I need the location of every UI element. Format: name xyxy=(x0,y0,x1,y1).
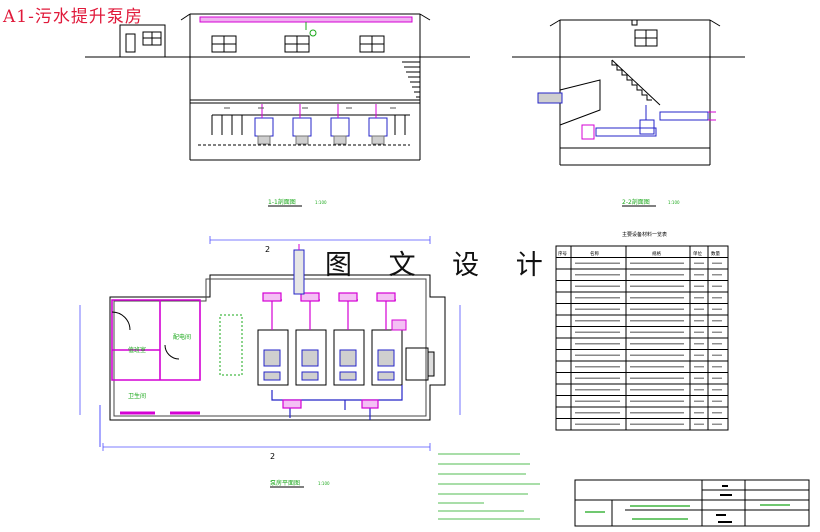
design-notes xyxy=(438,453,540,520)
svg-text:配电间: 配电间 xyxy=(173,333,191,341)
svg-text:主要设备材料一览表: 主要设备材料一览表 xyxy=(622,231,667,238)
table-header-qty: 数量 xyxy=(711,250,720,257)
svg-text:2-2剖面图: 2-2剖面图 xyxy=(622,198,650,206)
svg-text:1:100: 1:100 xyxy=(315,200,327,205)
table-header-spec: 规格 xyxy=(652,250,661,257)
drawing-title: A1-污水提升泵房 xyxy=(3,7,143,27)
table-header-name: 名称 xyxy=(590,250,599,257)
svg-text:值班室: 值班室 xyxy=(128,346,146,354)
svg-text:1-1剖面图: 1-1剖面图 xyxy=(268,198,296,206)
svg-text:2: 2 xyxy=(265,245,270,254)
title-block xyxy=(574,479,810,527)
plan-view: 2 2 值班室 配电间 卫生间 xyxy=(79,236,461,488)
watermark: 图 文 设 计 xyxy=(325,250,557,281)
svg-text:1:100: 1:100 xyxy=(668,200,680,205)
svg-text:1:100: 1:100 xyxy=(318,481,330,486)
section-2-2: 2-2剖面图 1:100 xyxy=(512,19,745,207)
svg-text:卫生间: 卫生间 xyxy=(128,392,146,400)
svg-text:泵房平面图: 泵房平面图 xyxy=(270,479,300,487)
equipment-table: 主要设备材料一览表 序号 名称 规格 单位 数量 xyxy=(555,231,729,431)
table-header-unit: 单位 xyxy=(693,250,702,257)
table-header-no: 序号 xyxy=(558,250,567,257)
section-1-1: 1-1剖面图 1:100 xyxy=(85,13,470,207)
svg-text:2: 2 xyxy=(270,452,275,461)
